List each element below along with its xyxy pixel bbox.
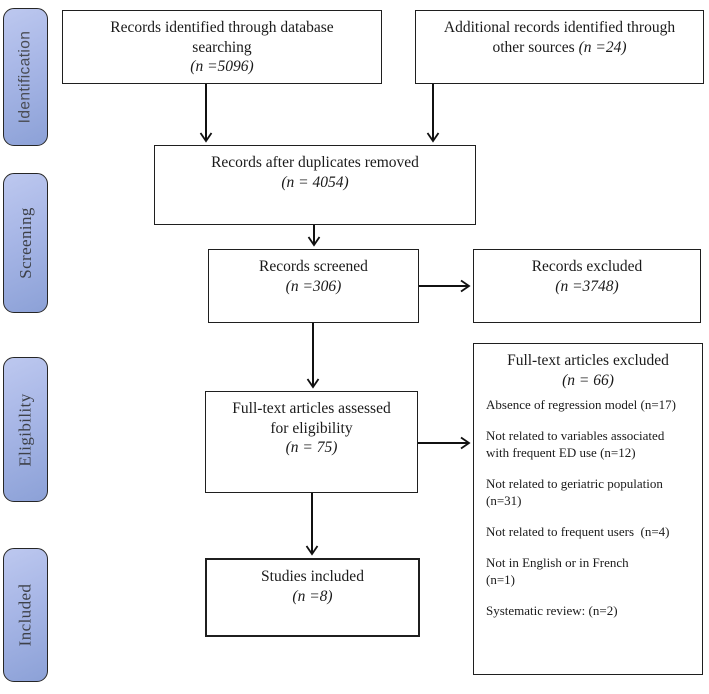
box-records-identified-line1: Records identified through database (110, 19, 334, 36)
box-records-identified: Records identified through database sear… (62, 10, 382, 84)
box-duplicates-removed-count: (n = 4054) (281, 173, 349, 191)
box-fulltext-excluded-title: Full-text articles excluded (507, 352, 669, 369)
box-duplicates-removed-line1: Records after duplicates removed (211, 154, 419, 171)
exclusion-reason: Not related to frequent users (n=4) (486, 524, 670, 539)
box-fulltext-assessed-line1: Full-text articles assessed (232, 400, 391, 417)
box-additional-records-line2: other sources (n =24) (492, 38, 627, 56)
exclusion-reasons-list: Absence of regression model (n=17) Not r… (474, 390, 702, 619)
box-records-excluded-line1: Records excluded (531, 258, 643, 275)
box-records-screened-count: (n =306) (285, 277, 342, 295)
box-additional-records-line1: Additional records identified through (443, 19, 676, 36)
box-fulltext-assessed-count: (n = 75) (285, 439, 338, 456)
stage-eligibility: Eligibility (3, 357, 48, 502)
box-records-identified-count: (n =5096) (190, 58, 254, 75)
exclusion-reason: Not related to geriatric population (n=3… (486, 476, 663, 508)
stage-identification: Identification (3, 8, 48, 146)
box-records-screened: Records screened (n =306) (208, 249, 419, 323)
box-additional-records-count: (n =24) (578, 38, 627, 56)
box-records-excluded-count: (n =3748) (555, 277, 619, 295)
stage-eligibility-label: Eligibility (15, 392, 35, 467)
box-studies-included-line1: Studies included (261, 568, 364, 585)
stage-screening: Screening (3, 173, 48, 313)
exclusion-reason: Not related to variables associated with… (486, 428, 665, 460)
box-records-screened-line1: Records screened (259, 258, 368, 275)
box-duplicates-removed: Records after duplicates removed (n = 40… (154, 145, 476, 225)
box-records-identified-line2: searching (192, 38, 252, 56)
box-fulltext-assessed-line2: for eligibility (270, 419, 353, 437)
stage-included: Included (3, 548, 48, 682)
exclusion-reason: Systematic review: (n=2) (486, 603, 618, 618)
box-fulltext-excluded: Full-text articles excluded (n = 66) Abs… (473, 343, 703, 675)
box-studies-included-count: (n =8) (292, 587, 333, 605)
box-records-excluded: Records excluded (n =3748) (473, 249, 701, 323)
exclusion-reason: Absence of regression model (n=17) (486, 397, 676, 412)
box-additional-records: Additional records identified through ot… (415, 10, 704, 84)
box-fulltext-assessed: Full-text articles assessed for eligibil… (205, 391, 418, 493)
exclusion-reason: Not in English or in French (n=1) (486, 555, 629, 587)
box-studies-included: Studies included (n =8) (205, 558, 420, 637)
stage-screening-label: Screening (15, 207, 35, 279)
box-fulltext-excluded-count: (n = 66) (562, 371, 614, 389)
stage-identification-label: Identification (16, 30, 34, 124)
stage-included-label: Included (15, 583, 35, 647)
